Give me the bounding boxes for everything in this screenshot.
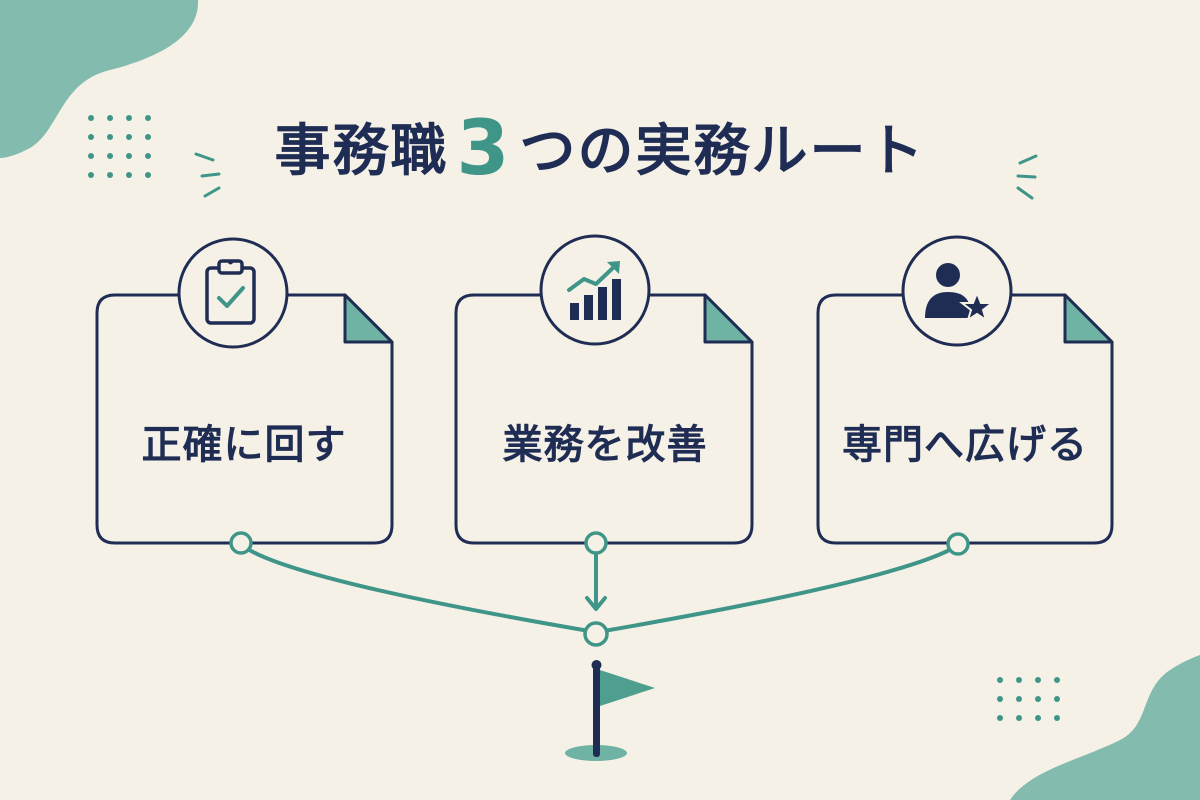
title-number: 3 [456,103,512,192]
dot-grid-bottom-right [997,677,1060,721]
card-1 [95,293,394,545]
card-2 [454,293,754,545]
down-arrow-head [585,596,607,611]
card-2-label: 業務を改善 [502,422,708,468]
card-3-fold [1063,293,1114,344]
card-1-fold [343,293,394,344]
card-2-icon-circle [539,234,651,346]
card-1-node [229,531,253,555]
card-3-label: 専門へ広げる [842,422,1088,468]
title-sparkle-left [194,152,221,198]
person-star-icon [925,263,995,323]
card-1-icon-circle [177,237,289,349]
card-2-fold [703,293,754,344]
goal-flag-icon [565,660,655,761]
dot-grid-top-left [88,115,151,178]
bottom-right-blob [1010,655,1200,800]
card-2-node [584,531,608,555]
title-suffix: つの実務ルート [519,119,926,184]
route-connectors [241,544,959,634]
top-left-blob [0,0,199,158]
card-3-node [946,532,970,556]
card-1-label: 正確に回す [141,422,347,468]
merge-node [583,621,609,647]
clipboard-check-icon [205,259,256,325]
title-prefix: 事務職 [274,119,449,184]
card-3-icon-circle [901,235,1013,347]
bar-chart-growth-icon [567,261,621,320]
title-sparkle-right [1016,154,1038,200]
card-3 [816,293,1114,545]
